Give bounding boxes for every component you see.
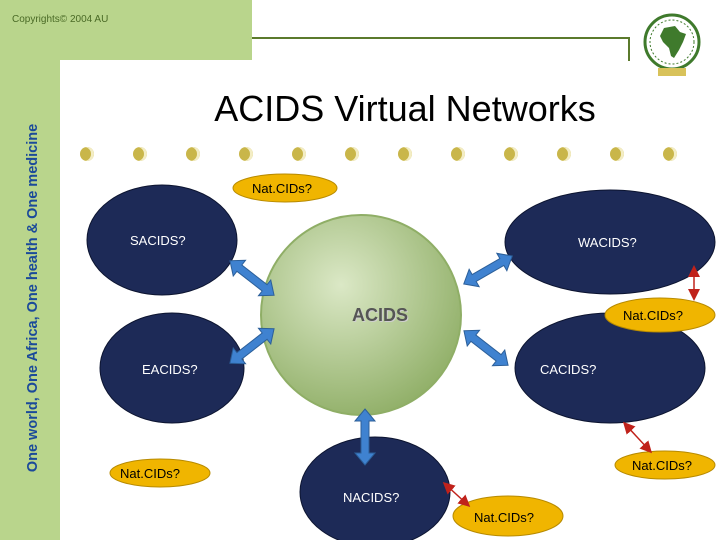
header-rule-end	[628, 37, 630, 61]
sacids-label: SACIDS?	[130, 233, 186, 248]
arrow-nacids-acids	[353, 408, 377, 466]
nacids-label: NACIDS?	[343, 490, 400, 505]
crescent-bullet-icon	[186, 147, 200, 161]
arrow-wacids-acids	[463, 252, 513, 288]
natcids-bottom-node	[452, 495, 564, 537]
natcids-top-node	[232, 173, 338, 203]
bullet-row	[80, 147, 700, 161]
crescent-bullet-icon	[80, 147, 94, 161]
cacids-label: CACIDS?	[540, 362, 597, 377]
natcids-right-upper-label: Nat.CIDs?	[623, 308, 683, 323]
eacids-label: EACIDS?	[142, 362, 198, 377]
natcids-right-upper-node	[604, 297, 716, 333]
crescent-bullet-icon	[557, 147, 571, 161]
header-rule	[252, 37, 630, 39]
arrow-cacids-acids	[463, 329, 509, 367]
natcids-top-label: Nat.CIDs?	[252, 181, 312, 196]
wacids-label: WACIDS?	[578, 235, 637, 250]
crescent-bullet-icon	[292, 147, 306, 161]
slide-title: ACIDS Virtual Networks	[214, 88, 596, 129]
crescent-bullet-icon	[504, 147, 518, 161]
nacids-node	[299, 436, 451, 540]
crescent-bullet-icon	[345, 147, 359, 161]
african-union-logo	[643, 13, 701, 76]
left-green-bar	[0, 0, 60, 540]
crescent-bullet-icon	[451, 147, 465, 161]
natcids-right-lower-node	[614, 450, 716, 480]
copyright-text: Copyrights© 2004 AU	[12, 14, 109, 25]
natcids-bottom-label: Nat.CIDs?	[474, 510, 534, 525]
wacids-node	[504, 189, 716, 295]
connector-nacids-natcids	[442, 481, 471, 508]
acids-center-label: ACIDS	[352, 305, 409, 325]
crescent-bullet-icon	[663, 147, 677, 161]
natcids-left-lower-node	[109, 458, 211, 488]
connector-cacids-natcids	[622, 421, 653, 454]
natcids-right-lower-label: Nat.CIDs?	[632, 458, 692, 473]
eacids-node	[99, 312, 245, 424]
sacids-node	[86, 184, 238, 296]
crescent-bullet-icon	[610, 147, 624, 161]
crescent-bullet-icon	[398, 147, 412, 161]
arrow-sacids-acids	[229, 259, 275, 297]
crescent-bullet-icon	[239, 147, 253, 161]
crescent-bullet-icon	[133, 147, 147, 161]
arrow-eacids-acids	[229, 327, 275, 365]
natcids-left-lower-label: Nat.CIDs?	[120, 466, 180, 481]
